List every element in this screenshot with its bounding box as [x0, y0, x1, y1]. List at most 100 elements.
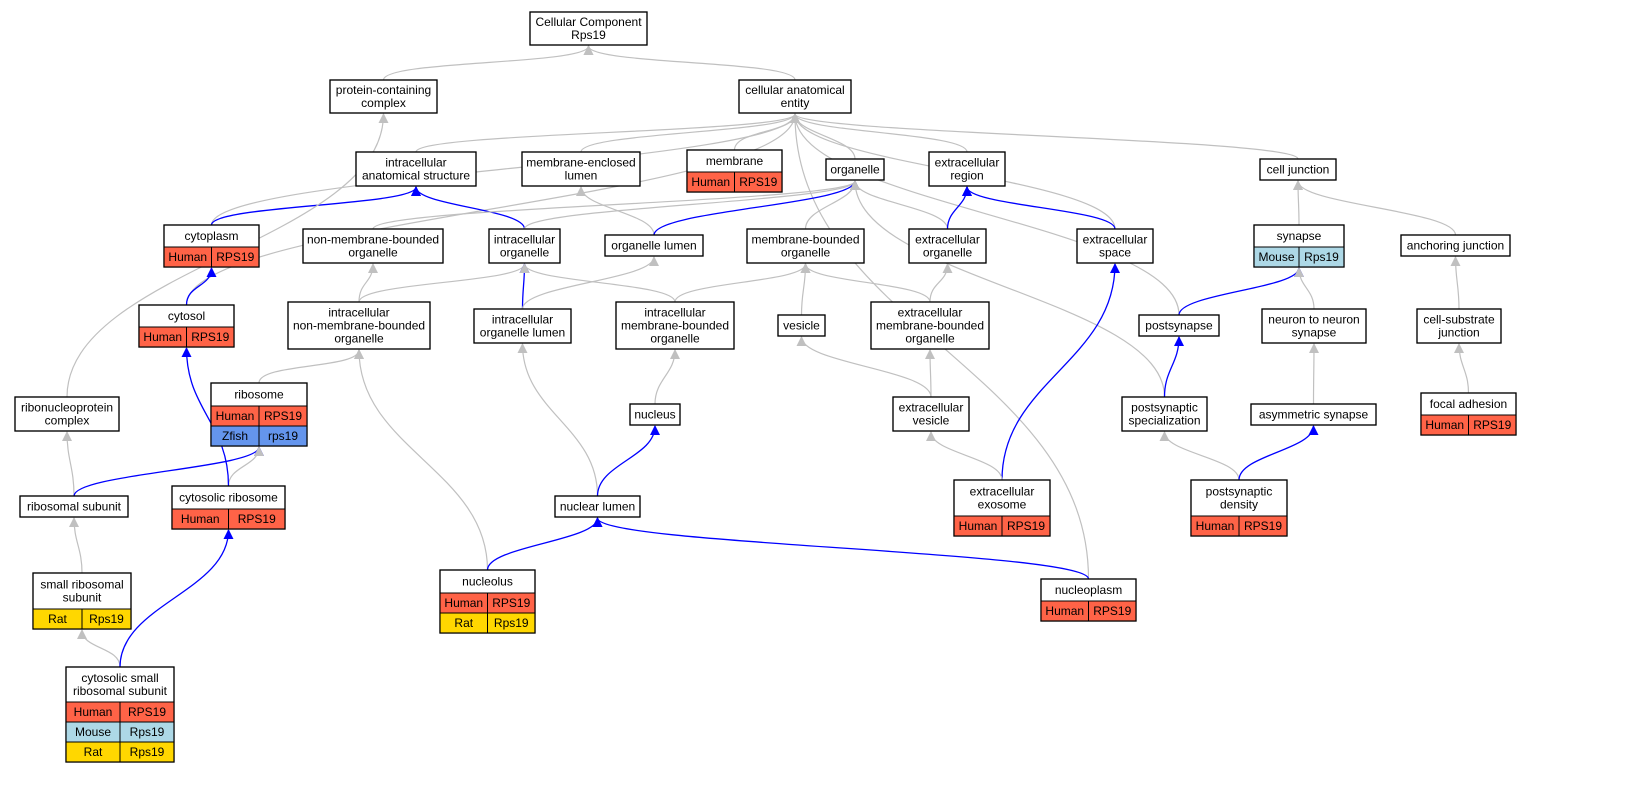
gene-label: RPS19	[1244, 519, 1282, 533]
species-label: Rat	[48, 612, 67, 626]
is-a-edge-rs-to-rnp	[62, 431, 75, 497]
part-of-edge-cr-to-cytosol	[181, 347, 230, 487]
node-cj[interactable]: cell junction	[1259, 158, 1337, 181]
node-label-line: vesicle	[783, 319, 820, 333]
is-a-edge-srs-to-rs	[69, 517, 83, 574]
node-border	[65, 666, 175, 763]
is-a-edge-pcc-to-root	[382, 45, 594, 81]
is-a-edge-aj-to-cj	[1293, 180, 1457, 236]
node-label-line: extracellular	[899, 401, 964, 415]
node-label-line: ribonucleoprotein	[21, 401, 113, 415]
node-label-line: asymmetric synapse	[1259, 408, 1369, 422]
node-label-line: extracellular	[1083, 233, 1148, 247]
part-of-edge-postsynapse-to-synapse	[1178, 267, 1304, 316]
node-label-line: neuron to neuron	[1268, 313, 1359, 327]
is-a-edge-imbo-to-io	[519, 263, 676, 303]
node-label-line: intracellular	[385, 156, 446, 170]
node-label-line: cell junction	[1267, 163, 1330, 177]
node-label-line: organelle	[923, 246, 973, 260]
node-border	[825, 158, 885, 181]
node-border	[329, 79, 438, 114]
node-label-line: synapse	[1277, 229, 1322, 243]
is-a-edge-inmbo-to-nmbo	[358, 263, 378, 303]
node-asyn[interactable]: asymmetric synapse	[1250, 403, 1377, 426]
node-aj[interactable]: anchoring junction	[1400, 234, 1511, 257]
node-border	[1190, 479, 1288, 537]
node-border	[928, 151, 1006, 187]
node-label-line: focal adhesion	[1430, 397, 1507, 411]
node-label-line: exosome	[978, 498, 1027, 512]
node-label-line: cell-substrate	[1423, 313, 1495, 327]
species-label: Human	[181, 512, 220, 526]
node-border	[738, 79, 852, 114]
node-border	[1138, 314, 1220, 337]
node-border	[439, 569, 536, 634]
node-rs[interactable]: ribosomal subunit	[19, 495, 129, 518]
is-a-edge-pss-to-organelle	[850, 180, 1166, 398]
node-label-line: nucleolus	[462, 575, 513, 589]
node-label-line: postsynaptic	[1206, 485, 1273, 499]
node-inmbo[interactable]: intracellularnon-membrane-boundedorganel…	[287, 301, 431, 350]
node-border	[32, 572, 132, 630]
is-a-edge-ecmbo-to-eco	[929, 263, 953, 303]
node-label-line: extracellular	[898, 306, 963, 320]
node-border	[302, 228, 444, 264]
gene-label: RPS19	[1093, 604, 1131, 618]
species-label: Rat	[84, 745, 103, 759]
node-label-line: synapse	[1292, 326, 1337, 340]
gene-label: Rps19	[1304, 250, 1339, 264]
species-label: Human	[1196, 519, 1235, 533]
node-label-line: postsynaptic	[1131, 401, 1198, 415]
node-organelle[interactable]: organelle	[825, 158, 885, 181]
node-ol[interactable]: organelle lumen	[604, 234, 704, 257]
node-postsynapse[interactable]: postsynapse	[1138, 314, 1220, 337]
node-label-line: nucleoplasm	[1055, 583, 1122, 597]
is-a-edge-psd-to-pss	[1159, 431, 1240, 481]
node-border	[892, 396, 970, 432]
part-of-edge-ol-to-organelle	[653, 180, 860, 236]
node-nucleus[interactable]: nucleus	[629, 403, 681, 426]
node-border	[870, 301, 990, 350]
node-border	[1400, 234, 1511, 257]
node-vesicle[interactable]: vesicle	[777, 314, 826, 337]
node-label-line: small ribosomal	[40, 578, 123, 592]
node-nl[interactable]: nuclear lumen	[554, 495, 641, 518]
is-a-edge-postsynapse-to-cae	[790, 113, 1180, 316]
species-label: Mouse	[1258, 250, 1294, 264]
node-label-line: subunit	[63, 591, 102, 605]
node-border	[1250, 403, 1377, 426]
is-a-edge-ribosome-to-inmbo	[258, 349, 364, 384]
